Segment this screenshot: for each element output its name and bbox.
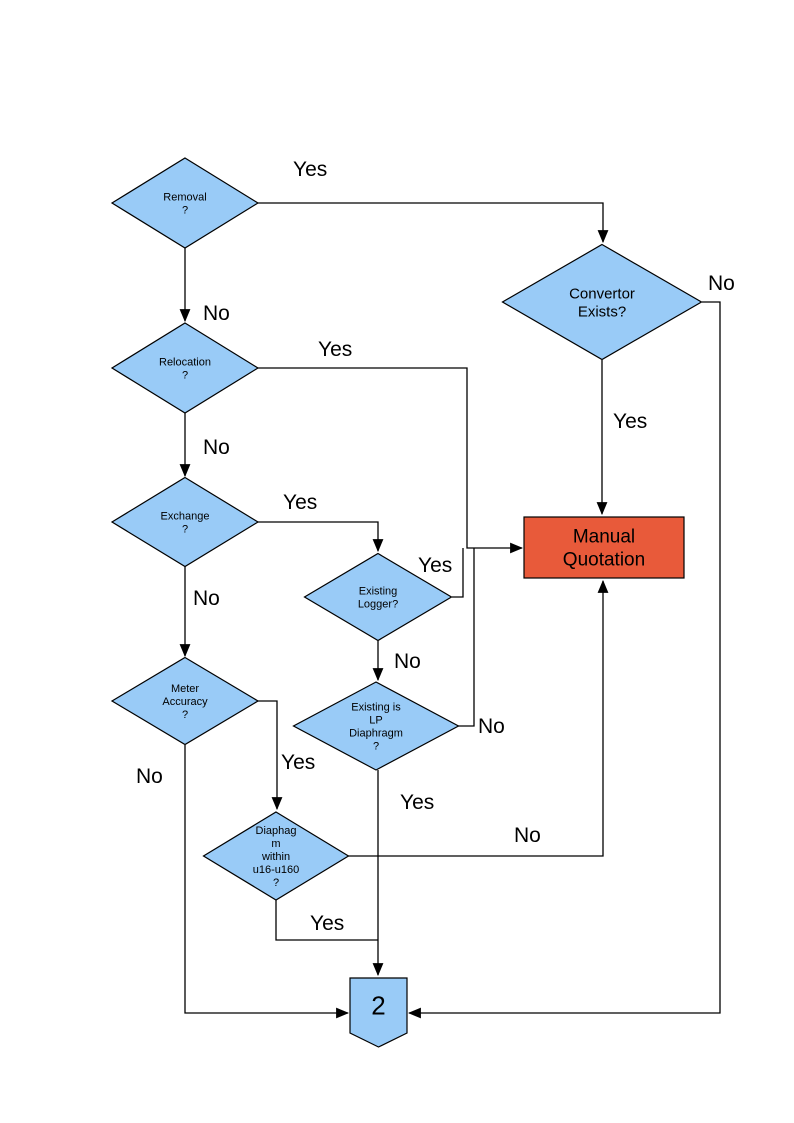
edge-diaphragm-range-yes (275, 900, 378, 941)
label-relocation-no: No (203, 436, 230, 459)
label-existing-logger-yes: Yes (418, 554, 452, 577)
label-meter-accuracy-yes: Yes (281, 751, 315, 774)
convertor-exists-shape (501, 243, 703, 361)
exchange-shape (110, 476, 260, 568)
relocation-label: Relocation? (159, 356, 211, 381)
manual-quotation-shape (523, 516, 685, 579)
edge-relocation-yes (258, 367, 524, 554)
label-lp-diaphragm-yes: Yes (400, 791, 434, 814)
label-existing-logger-no: No (394, 650, 421, 673)
label-convertor-no: No (708, 272, 735, 295)
label-exchange-no: No (193, 587, 220, 610)
meter-accuracy-shape (110, 656, 260, 746)
label-diaphragm-range-yes: Yes (310, 912, 344, 935)
edge-convertor-no (407, 301, 721, 1019)
connector-2-label: 2 (371, 991, 385, 1021)
existing-lp-diaphragm-shape (292, 681, 460, 771)
edge-meter-accuracy-no (184, 745, 350, 1019)
node-relocation: Relocation? (110, 322, 260, 414)
removal-shape (110, 157, 260, 249)
edge-diaphragm-range-no (348, 579, 609, 857)
edge-existing-logger-yes (452, 548, 464, 598)
edge-exchange-yes (258, 521, 384, 553)
edge-meter-accuracy-yes (258, 700, 283, 811)
removal-label: Removal? (163, 191, 206, 216)
edges-layer (179, 202, 721, 1019)
label-removal-yes: Yes (293, 158, 327, 181)
edge-removal-yes (258, 202, 609, 244)
label-relocation-yes: Yes (318, 338, 352, 361)
existing-logger-shape (303, 552, 453, 642)
label-convertor-yes: Yes (613, 410, 647, 433)
label-meter-accuracy-no: No (136, 765, 163, 788)
node-exchange: Exchange? (110, 476, 260, 568)
connector-2-shape (349, 977, 408, 1048)
relocation-shape (110, 322, 260, 414)
label-removal-no: No (203, 302, 230, 325)
node-connector-2: 2 (349, 977, 408, 1048)
label-exchange-yes: Yes (283, 491, 317, 514)
exchange-label: Exchange? (161, 510, 210, 535)
edge-lp-diaphragm-no (458, 548, 475, 727)
label-lp-diaphragm-no: No (478, 715, 505, 738)
diaphragm-range-shape (202, 811, 350, 901)
label-diaphragm-range-no: No (514, 824, 541, 847)
node-removal: Removal? (110, 157, 260, 249)
